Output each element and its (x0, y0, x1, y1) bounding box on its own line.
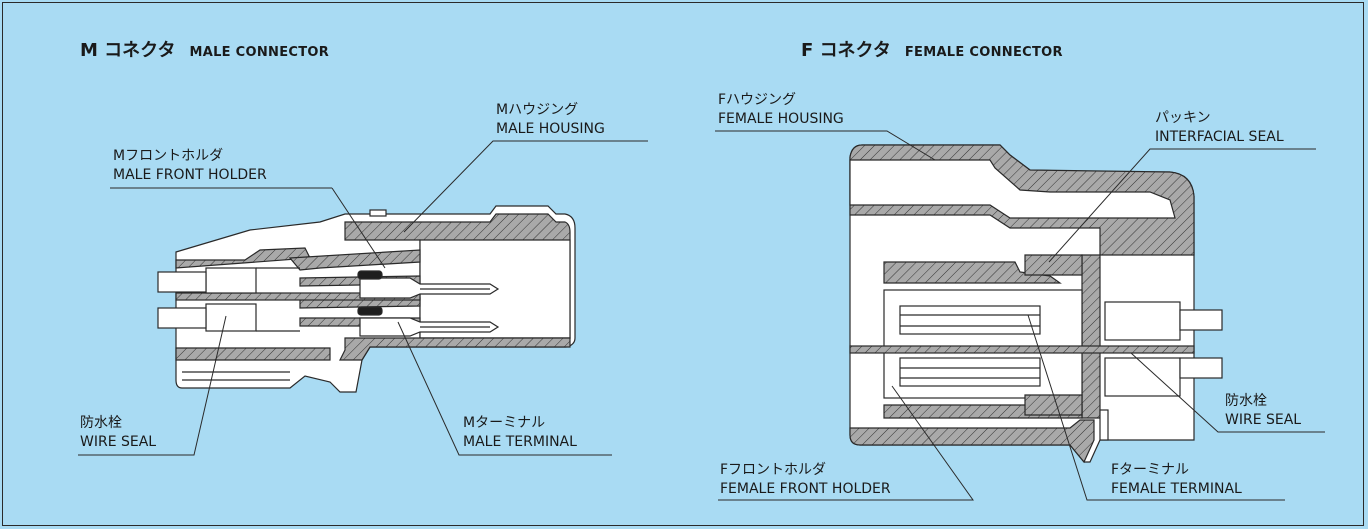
interfacial-seal-lower (1024, 394, 1083, 416)
male-connector-drawing (157, 205, 576, 393)
callout-jp: Fターミナル (1111, 462, 1190, 478)
callout-en: FEMALE TERMINAL (1111, 481, 1242, 497)
female-connector-drawing (849, 144, 1223, 464)
callout-jp: Fフロントホルダ (720, 462, 827, 478)
callout-female-wire-seal: 防水栓 WIRE SEAL (1225, 392, 1301, 430)
callout-female-housing: Fハウジング FEMALE HOUSING (718, 91, 844, 129)
callout-jp: 防水栓 (1225, 393, 1267, 409)
callout-en: MALE TERMINAL (463, 434, 577, 450)
male-title-jp: M コネクタ (80, 40, 176, 61)
male-connector-title: M コネクタ MALE CONNECTOR (80, 36, 329, 62)
callout-en: MALE FRONT HOLDER (113, 167, 267, 183)
callout-en: WIRE SEAL (80, 434, 157, 450)
male-wire-seal-upper (205, 267, 257, 294)
male-wire-upper (157, 271, 207, 293)
callout-en: FEMALE HOUSING (718, 111, 844, 127)
female-wire-seal-lower (1104, 357, 1181, 397)
callout-en: MALE HOUSING (496, 121, 605, 137)
callout-female-terminal: Fターミナル FEMALE TERMINAL (1111, 461, 1242, 499)
callout-jp: パッキン (1155, 110, 1211, 126)
male-wire-lower (157, 307, 207, 329)
male-terminal-lower (359, 317, 500, 337)
male-wire-seal-lower (205, 303, 257, 332)
callout-jp: Fハウジング (718, 92, 797, 108)
callout-jp: Mフロントホルダ (113, 148, 224, 164)
male-leaders (78, 140, 648, 456)
callout-male-wire-seal: 防水栓 WIRE SEAL (80, 414, 156, 452)
male-seal-upper (357, 270, 383, 280)
female-title-en: FEMALE CONNECTOR (904, 45, 1063, 60)
female-terminal-lower (899, 357, 1041, 387)
female-leaders (715, 130, 1325, 501)
female-wire-lower (1179, 357, 1223, 379)
callout-male-front-holder: Mフロントホルダ MALE FRONT HOLDER (113, 147, 267, 185)
callout-jp: 防水栓 (80, 415, 122, 431)
female-front-holder (883, 261, 1062, 284)
female-title-jp: F コネクタ (801, 40, 891, 61)
interfacial-seal-upper (1024, 254, 1083, 276)
male-terminal-upper (359, 277, 500, 299)
callout-jp: Mターミナル (463, 415, 546, 431)
callout-female-front-holder: Fフロントホルダ FEMALE FRONT HOLDER (720, 461, 891, 499)
callout-male-housing: Mハウジング MALE HOUSING (496, 101, 605, 139)
female-connector-title: F コネクタ FEMALE CONNECTOR (801, 36, 1063, 62)
callout-jp: Mハウジング (496, 102, 579, 118)
callout-interfacial-seal: パッキン INTERFACIAL SEAL (1155, 109, 1284, 147)
female-wire-seal-upper (1104, 301, 1181, 341)
female-wire-upper (1179, 309, 1223, 331)
callout-male-terminal: Mターミナル MALE TERMINAL (463, 414, 577, 452)
male-title-en: MALE CONNECTOR (189, 45, 330, 60)
callout-en: WIRE SEAL (1225, 412, 1302, 428)
male-seal-lower (357, 306, 383, 316)
female-terminal-upper (899, 305, 1041, 335)
callout-en: FEMALE FRONT HOLDER (720, 481, 891, 497)
callout-en: INTERFACIAL SEAL (1155, 129, 1284, 145)
